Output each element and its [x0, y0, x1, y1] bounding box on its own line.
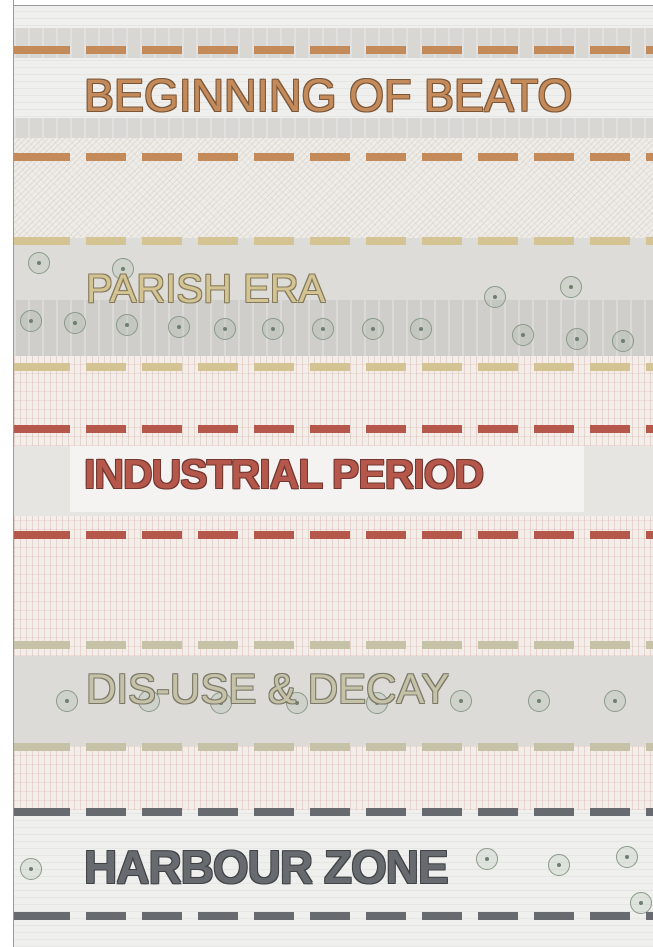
tree-symbol	[168, 316, 190, 338]
tree-symbol	[410, 318, 432, 340]
page-left-edge	[0, 0, 14, 947]
tree-symbol	[28, 252, 50, 274]
section-boundary-dashed-line	[14, 531, 653, 539]
tree-symbol	[116, 314, 138, 336]
section-boundary-dashed-line	[14, 425, 653, 433]
section-title-industrial-period: INDUSTRIAL PERIOD	[84, 451, 483, 498]
tree-symbol	[528, 690, 550, 712]
section-boundary-dashed-line	[14, 743, 653, 751]
tree-symbol	[362, 318, 384, 340]
section-boundary-dashed-line	[14, 237, 653, 245]
tree-symbol	[20, 310, 42, 332]
tree-symbol	[476, 848, 498, 870]
tree-symbol	[64, 312, 86, 334]
section-title-dis-use-and-decay: DIS-USE & DECAY	[86, 665, 449, 713]
tree-symbol	[548, 854, 570, 876]
section-boundary-dashed-line	[14, 363, 653, 371]
tree-symbol	[616, 846, 638, 868]
tree-symbol	[312, 318, 334, 340]
page-top-edge	[0, 0, 653, 6]
section-title-harbour-zone: HARBOUR ZONE	[84, 840, 448, 894]
section-boundary-dashed-line	[14, 153, 653, 161]
tree-symbol	[56, 690, 78, 712]
tree-symbol	[566, 328, 588, 350]
tree-symbol	[214, 318, 236, 340]
section-boundary-dashed-line	[14, 46, 653, 54]
section-boundary-dashed-line	[14, 808, 653, 816]
tree-symbol	[560, 276, 582, 298]
section-boundary-dashed-line	[14, 641, 653, 649]
tree-symbol	[484, 286, 506, 308]
tree-symbol	[612, 330, 634, 352]
plan-area-decay-lower	[14, 746, 653, 810]
section-title-beginning-of-beato: BEGINNING OF BEATO	[84, 70, 572, 122]
tree-symbol	[262, 318, 284, 340]
tree-symbol	[630, 892, 652, 914]
tree-symbol	[20, 858, 42, 880]
section-boundary-dashed-line	[14, 912, 653, 920]
section-title-parish-era: PARISH ERA	[86, 267, 325, 312]
tree-symbol	[512, 324, 534, 346]
tree-symbol	[604, 690, 626, 712]
tree-symbol	[450, 690, 472, 712]
